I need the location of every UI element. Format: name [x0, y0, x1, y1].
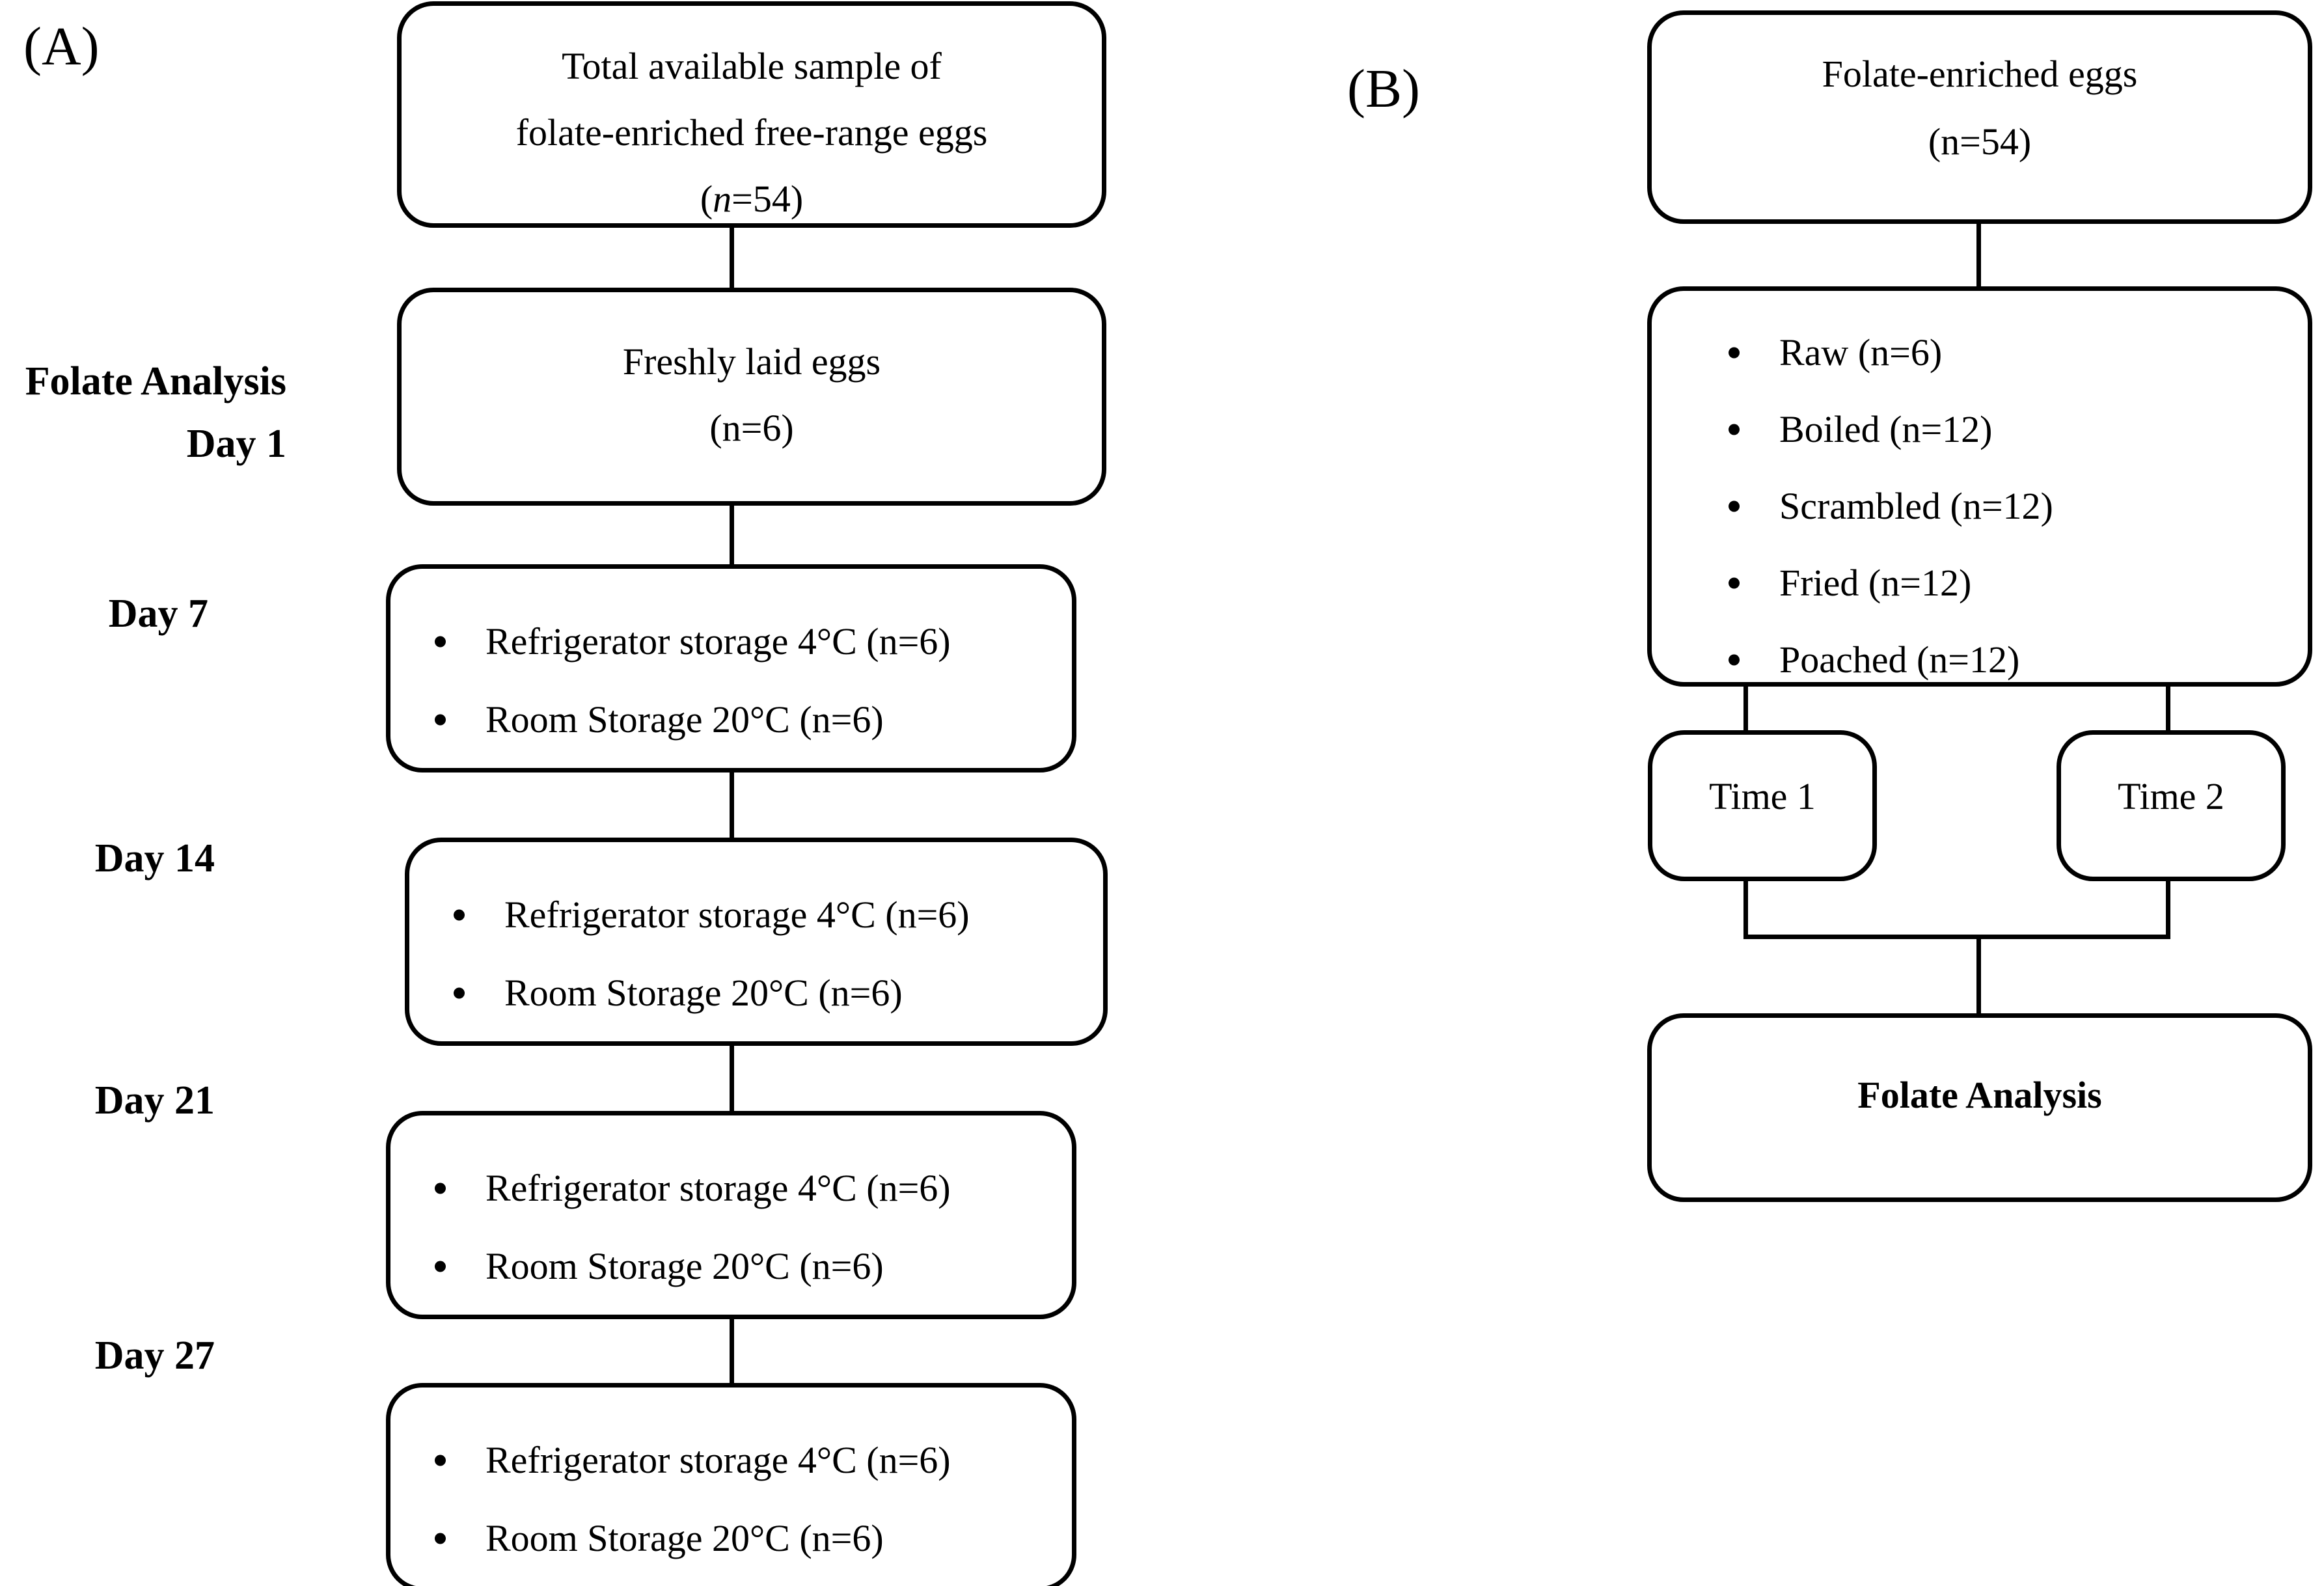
eggs-line2: (n=54)	[1928, 120, 2032, 163]
time-2-label: Time 2	[2118, 775, 2224, 817]
connector-time1-down	[1743, 881, 1748, 935]
connector-methods-time2	[2166, 687, 2170, 730]
box-storage-day-21: Refrigerator storage 4°C (n=6) Room Stor…	[386, 1111, 1076, 1319]
panel-b-label: (B)	[1347, 59, 1420, 119]
connector-merge-bar	[1743, 935, 2170, 939]
storage-list-day-7: Refrigerator storage 4°C (n=6) Room Stor…	[435, 623, 951, 739]
side-label-folate-analysis-day1: Folate Analysis Day 1	[0, 361, 286, 464]
folate-analysis-label: Folate Analysis	[1857, 1074, 2102, 1116]
list-item: Refrigerator storage 4°C (n=6)	[454, 896, 970, 934]
list-item: Raw (n=6)	[1729, 334, 2053, 372]
list-item: Fried (n=12)	[1729, 564, 2053, 602]
box-storage-day-7: Refrigerator storage 4°C (n=6) Room Stor…	[386, 564, 1076, 772]
fresh-line1: Freshly laid eggs	[622, 340, 881, 383]
connector-time2-down	[2166, 881, 2170, 935]
panel-a-label: (A)	[23, 16, 100, 77]
box-time-1: Time 1	[1648, 730, 1877, 881]
total-sample-count: (n=54)	[700, 180, 803, 218]
box-time-2: Time 2	[2057, 730, 2286, 881]
box-storage-day-14: Refrigerator storage 4°C (n=6) Room Stor…	[405, 838, 1108, 1046]
box-storage-day-27: Refrigerator storage 4°C (n=6) Room Stor…	[386, 1383, 1076, 1586]
connector-a2-a3	[730, 506, 734, 564]
fresh-line2: (n=6)	[709, 407, 794, 449]
cooking-methods-list: Raw (n=6) Boiled (n=12) Scrambled (n=12)…	[1729, 334, 2053, 679]
side-label-day-27: Day 27	[94, 1333, 215, 1378]
list-item: Room Storage 20°C (n=6)	[454, 974, 970, 1012]
n-value: =54)	[731, 178, 804, 220]
side-label-day-21: Day 21	[94, 1078, 215, 1123]
connector-a5-a6	[730, 1319, 734, 1383]
list-item: Room Storage 20°C (n=6)	[435, 1520, 951, 1557]
side-label-line1: Folate Analysis	[25, 359, 286, 403]
list-item: Scrambled (n=12)	[1729, 487, 2053, 525]
total-sample-line2: folate-enriched free-range eggs	[515, 111, 988, 154]
total-sample-line1: Total available sample of	[562, 45, 942, 87]
connector-b1-b2	[1976, 224, 1981, 286]
connector-a4-a5	[730, 1046, 734, 1111]
side-label-day-14: Day 14	[94, 836, 215, 881]
connector-a1-a2	[730, 228, 734, 288]
connector-a3-a4	[730, 772, 734, 838]
time-1-label: Time 1	[1709, 775, 1816, 817]
list-item: Refrigerator storage 4°C (n=6)	[435, 623, 951, 661]
storage-list-day-27: Refrigerator storage 4°C (n=6) Room Stor…	[435, 1442, 951, 1557]
list-item: Refrigerator storage 4°C (n=6)	[435, 1442, 951, 1479]
list-item: Poached (n=12)	[1729, 641, 2053, 679]
storage-list-day-21: Refrigerator storage 4°C (n=6) Room Stor…	[435, 1169, 951, 1285]
n-italic: n	[713, 178, 732, 220]
list-item: Room Storage 20°C (n=6)	[435, 1248, 951, 1285]
side-label-line2: Day 1	[186, 422, 286, 466]
list-item: Refrigerator storage 4°C (n=6)	[435, 1169, 951, 1207]
connector-methods-time1	[1743, 687, 1748, 730]
box-freshly-laid-eggs: Freshly laid eggs (n=6)	[397, 288, 1106, 506]
storage-list-day-14: Refrigerator storage 4°C (n=6) Room Stor…	[454, 896, 970, 1012]
paren-open: (	[700, 178, 713, 220]
list-item: Boiled (n=12)	[1729, 411, 2053, 448]
eggs-line1: Folate-enriched eggs	[1822, 53, 2138, 95]
box-folate-enriched-eggs: Folate-enriched eggs (n=54)	[1647, 10, 2312, 224]
connector-merge-to-analysis	[1976, 935, 1981, 1013]
box-folate-analysis: Folate Analysis	[1647, 1013, 2312, 1202]
list-item: Room Storage 20°C (n=6)	[435, 701, 951, 739]
box-cooking-methods: Raw (n=6) Boiled (n=12) Scrambled (n=12)…	[1647, 286, 2312, 687]
box-total-available-sample: Total available sample of folate-enriche…	[397, 1, 1106, 228]
side-label-day-7: Day 7	[108, 592, 208, 636]
